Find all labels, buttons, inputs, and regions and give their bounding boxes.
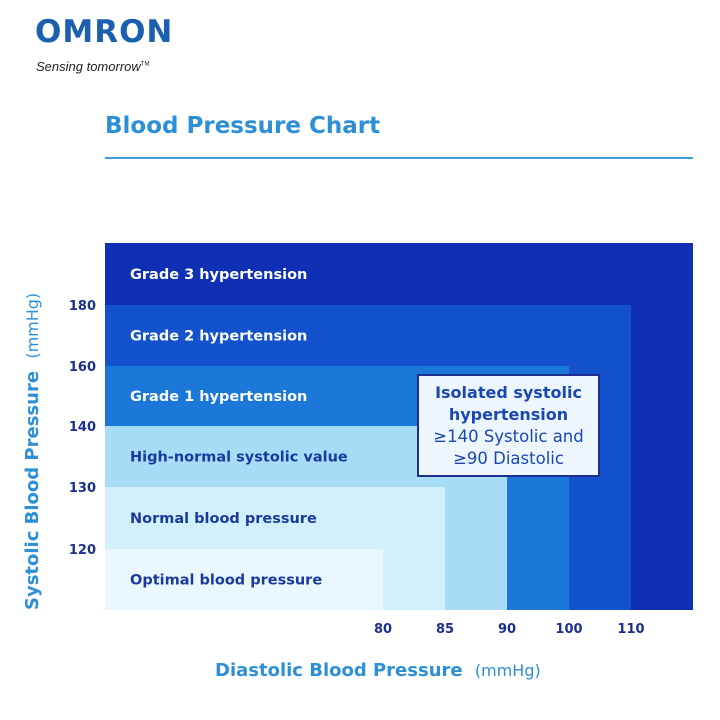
tagline: Sensing tomorrowTM xyxy=(36,59,149,74)
y-axis-label: Systolic Blood Pressure xyxy=(22,371,43,610)
y-tick-120: 120 xyxy=(69,543,96,558)
annotation-title-line1: Isolated systolic xyxy=(435,382,582,402)
x-tick-85: 85 xyxy=(436,622,454,637)
y-axis-title: Systolic Blood Pressure (mmHg) xyxy=(22,293,43,610)
isolated-systolic-annotation: Isolated systolic hypertension ≥140 Syst… xyxy=(417,374,600,477)
x-tick-80: 80 xyxy=(374,622,392,637)
x-axis-unit: (mmHg) xyxy=(475,661,541,680)
annotation-title-line2: hypertension xyxy=(448,404,569,424)
zone-label-high-normal-systolic-value: High-normal systolic value xyxy=(130,450,348,466)
chart-title: Blood Pressure Chart xyxy=(105,113,381,139)
zone-labels: Optimal blood pressure Normal blood press… xyxy=(130,267,348,589)
y-axis-ticks: 120 130 140 160 180 xyxy=(69,299,96,558)
y-axis-unit: (mmHg) xyxy=(23,293,42,359)
zone-optimal-blood-pressure xyxy=(105,549,383,610)
tagline-text: Sensing tomorrow xyxy=(36,59,141,74)
title-divider xyxy=(105,157,693,159)
x-tick-110: 110 xyxy=(617,622,644,637)
zone-label-grade-3-hypertension: Grade 3 hypertension xyxy=(130,267,307,283)
omron-logo: OMRON xyxy=(35,14,174,50)
x-tick-90: 90 xyxy=(498,622,516,637)
x-axis-label: Diastolic Blood Pressure xyxy=(215,660,463,681)
zone-label-normal-blood-pressure: Normal blood pressure xyxy=(130,511,317,527)
zone-label-grade-1-hypertension: Grade 1 hypertension xyxy=(130,389,307,405)
annotation-diastolic-threshold: ≥90 Diastolic xyxy=(453,448,564,468)
y-tick-140: 140 xyxy=(69,420,96,435)
y-tick-130: 130 xyxy=(69,481,96,496)
x-axis-title: Diastolic Blood Pressure (mmHg) xyxy=(215,660,541,681)
zone-label-grade-2-hypertension: Grade 2 hypertension xyxy=(130,329,307,345)
zone-layers xyxy=(105,243,693,610)
annotation-systolic-threshold: ≥140 Systolic and xyxy=(433,426,584,446)
zone-label-optimal-blood-pressure: Optimal blood pressure xyxy=(130,573,322,589)
y-tick-180: 180 xyxy=(69,299,96,314)
x-tick-100: 100 xyxy=(555,622,582,637)
x-axis-ticks: 80 85 90 100 110 xyxy=(374,622,645,637)
trademark-mark: TM xyxy=(140,61,150,68)
y-tick-160: 160 xyxy=(69,360,96,375)
